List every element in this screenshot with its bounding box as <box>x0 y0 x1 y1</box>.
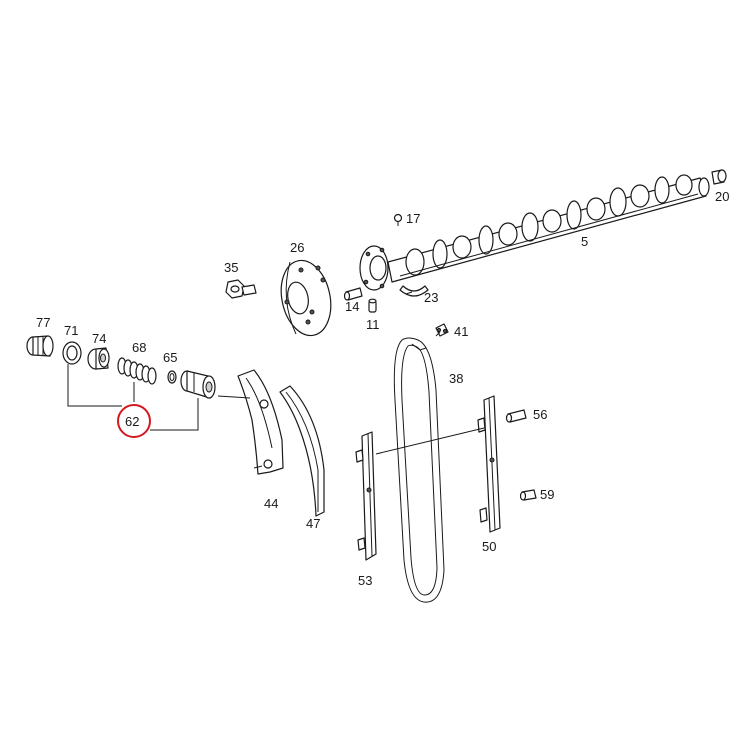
label-74[interactable]: 74 <box>92 331 106 346</box>
thrust-ring[interactable] <box>399 285 429 297</box>
woodruff-key[interactable] <box>368 298 377 313</box>
tensioner-plug[interactable] <box>26 335 54 357</box>
tensioning-rail[interactable] <box>237 369 284 475</box>
label-56[interactable]: 56 <box>533 407 547 422</box>
rail-pin-upper[interactable] <box>505 409 527 423</box>
timing-chain[interactable] <box>393 337 445 603</box>
label-41[interactable]: 41 <box>454 324 468 339</box>
label-44[interactable]: 44 <box>264 496 278 511</box>
end-plug[interactable] <box>711 169 727 185</box>
tensioner-cap[interactable] <box>87 347 110 370</box>
leader-lines <box>67 222 485 455</box>
guide-rail[interactable] <box>279 385 325 517</box>
camshaft-sprocket[interactable] <box>275 256 338 340</box>
tensioner-spring[interactable] <box>117 357 157 385</box>
label-59[interactable]: 59 <box>540 487 554 502</box>
label-68[interactable]: 68 <box>132 340 146 355</box>
label-38[interactable]: 38 <box>449 371 463 386</box>
label-11[interactable]: 11 <box>366 317 380 332</box>
label-47[interactable]: 47 <box>306 516 320 531</box>
snap-ring[interactable] <box>167 370 177 384</box>
camshaft[interactable] <box>359 174 710 291</box>
part-labels: 5 11 14 17 20 23 26 35 38 41 44 47 50 53… <box>36 189 729 588</box>
label-17[interactable]: 17 <box>406 211 420 226</box>
label-20[interactable]: 20 <box>715 189 729 204</box>
dowel-pin[interactable] <box>343 287 363 301</box>
label-65[interactable]: 65 <box>163 350 177 365</box>
label-5[interactable]: 5 <box>581 234 588 249</box>
small-bolt-17[interactable] <box>393 213 403 223</box>
rail-pin-lower[interactable] <box>519 489 537 501</box>
label-35[interactable]: 35 <box>224 260 238 275</box>
label-77[interactable]: 77 <box>36 315 50 330</box>
label-23[interactable]: 23 <box>424 290 438 305</box>
label-71[interactable]: 71 <box>64 323 78 338</box>
slide-rail-left[interactable] <box>355 431 377 561</box>
label-62[interactable]: 62 <box>125 414 139 429</box>
highlight-ring <box>117 404 151 438</box>
label-53[interactable]: 53 <box>358 573 372 588</box>
label-50[interactable]: 50 <box>482 539 496 554</box>
sprocket-bolt[interactable] <box>225 279 257 299</box>
label-26[interactable]: 26 <box>290 240 304 255</box>
label-14[interactable]: 14 <box>345 299 359 314</box>
slide-rail-right[interactable] <box>477 395 501 533</box>
tensioner-piston[interactable] <box>180 370 216 399</box>
seal-ring[interactable] <box>62 341 82 365</box>
